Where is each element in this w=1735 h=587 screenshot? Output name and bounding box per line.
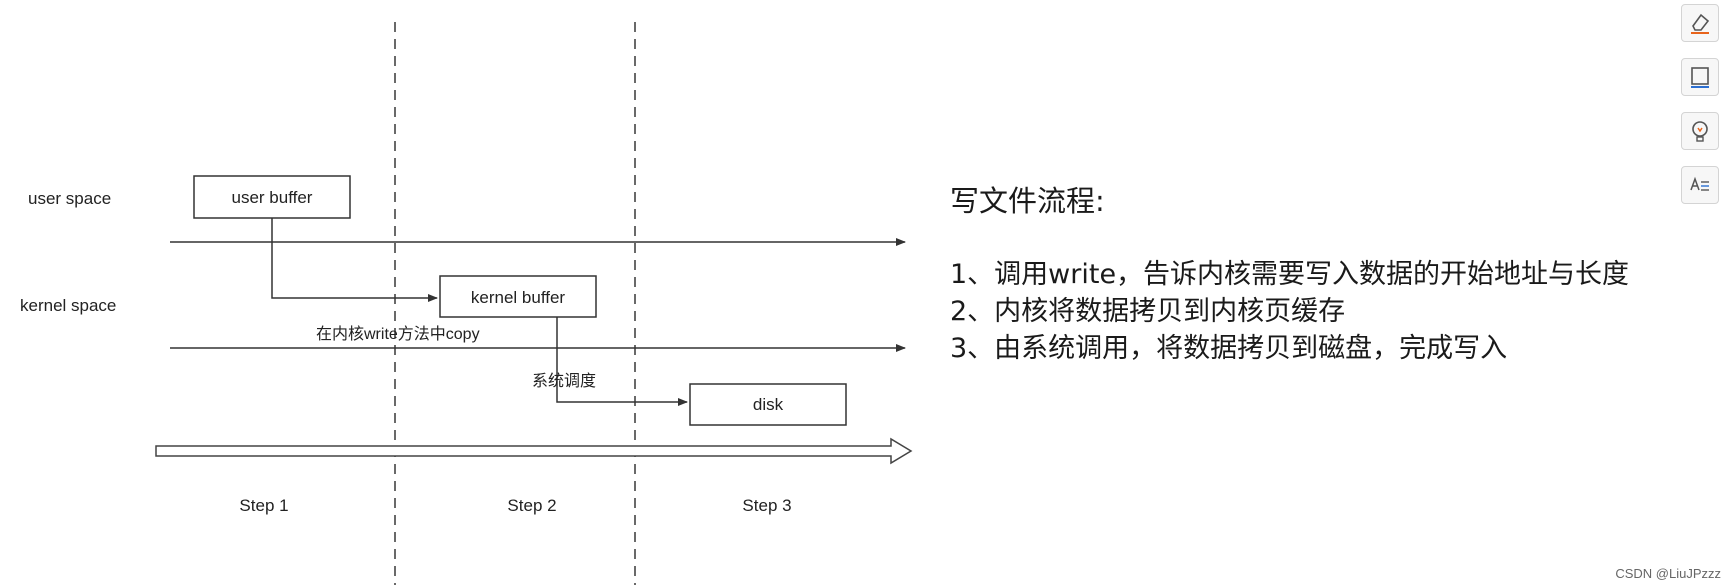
user-buffer-label: user buffer (232, 188, 313, 207)
lightbulb-icon (1692, 121, 1708, 142)
notes-item-2: 2、内核将数据拷贝到内核页缓存 (950, 296, 1346, 327)
write-flow-diagram: user space kernel space user buffer kern… (20, 22, 913, 585)
step-2-label: Step 2 (507, 496, 556, 515)
kernel-space-label: kernel space (20, 296, 116, 315)
step-1-label: Step 1 (239, 496, 288, 515)
user-space-label: user space (28, 189, 111, 208)
edit-icon (1691, 13, 1710, 34)
user-buffer-box (193, 175, 351, 219)
disk-box (689, 383, 847, 426)
schedule-edge-label: 系统调度 (532, 372, 596, 390)
copy-edge-label: 在内核write方法中copy (316, 325, 480, 343)
notes-item-3: 3、由系统调用，将数据拷贝到磁盘，完成写入 (950, 333, 1508, 364)
side-toolbar (1677, 4, 1723, 220)
translate-icon (1690, 176, 1709, 191)
idea-tool-button[interactable] (1681, 112, 1719, 150)
notes-item-1: 1、调用write，告诉内核需要写入数据的开始地址与长度 (950, 259, 1630, 290)
frame-tool-button[interactable] (1681, 58, 1719, 96)
edit-tool-button[interactable] (1681, 4, 1719, 42)
translate-tool-button[interactable] (1681, 166, 1719, 204)
timeline-arrow (155, 437, 913, 465)
watermark: CSDN @LiuJPzzz (1615, 566, 1721, 581)
copy-connector-arrow (271, 218, 438, 302)
step-3-label: Step 3 (742, 496, 791, 515)
kernel-buffer-box (439, 275, 597, 318)
disk-label: disk (753, 395, 784, 414)
frame-icon (1691, 67, 1709, 88)
schedule-connector-arrow (556, 317, 688, 406)
notes-title: 写文件流程: (950, 184, 1105, 218)
write-process-notes: 写文件流程: 1、调用write，告诉内核需要写入数据的开始地址与长度 2、内核… (950, 178, 1735, 367)
kernel-buffer-label: kernel buffer (471, 288, 566, 307)
